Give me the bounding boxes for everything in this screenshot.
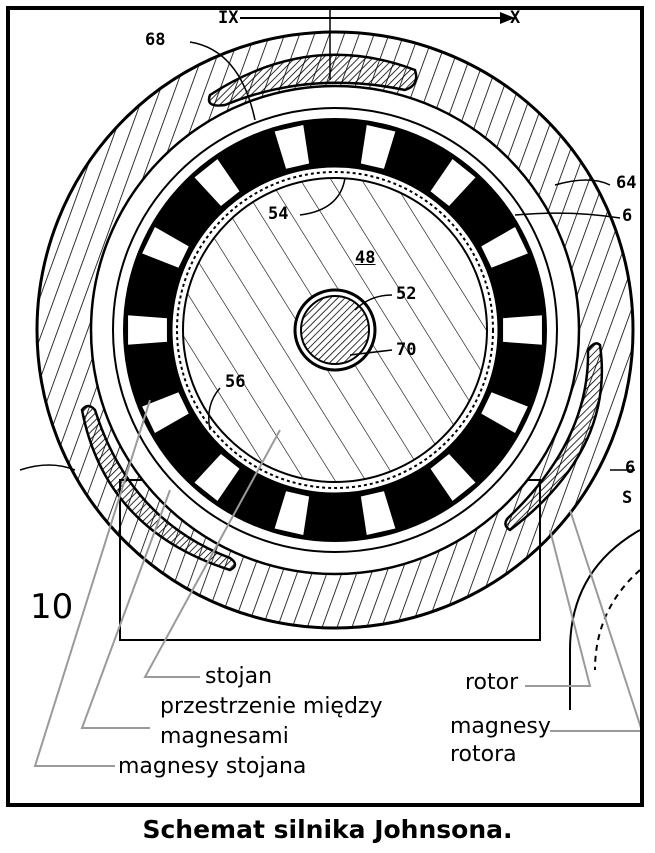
ref-S: S (622, 488, 633, 508)
ref-56: 56 (225, 372, 246, 392)
rotor-slot (359, 490, 397, 537)
section-arrow-head (500, 12, 515, 24)
rotor-slot (140, 225, 191, 270)
stator-magnet-top (207, 53, 418, 107)
air-gap-dashed (176, 171, 494, 489)
label-magnesami: magnesami (160, 724, 289, 749)
rotor-slot (127, 314, 168, 346)
ref-6-upper: 6 (622, 206, 633, 226)
label-magnesy-rotora-1: magnesy (450, 714, 551, 739)
ref-64: 64 (616, 173, 637, 193)
caption: Schemat silnika Johnsona. (142, 815, 513, 844)
rotor-slot (479, 390, 530, 435)
label-rotor: rotor (465, 670, 519, 695)
label-magnesy-stojana: magnesy stojana (118, 754, 307, 779)
rotor-slots (127, 123, 543, 537)
shaft-inner (300, 295, 370, 365)
diagram-frame: 68 54 48 52 70 56 64 6 6 S IX X 10 stoja… (6, 6, 644, 807)
ref-IX: IX (218, 8, 239, 28)
rotor-slot (193, 157, 241, 208)
ref-52: 52 (396, 284, 417, 304)
rotor-slot (429, 157, 477, 208)
label-magnesy-rotora-2: rotora (450, 742, 517, 767)
stator-magnet-left (80, 404, 237, 572)
side-curve (569, 529, 640, 710)
rotor-slot (273, 123, 311, 170)
rotor-slot (140, 390, 191, 435)
ref-6-lower: 6 (625, 458, 636, 478)
ref-70: 70 (396, 340, 417, 360)
johnson-motor-diagram (19, 10, 640, 767)
rotor-slot (193, 452, 241, 503)
rotor-slot (479, 225, 530, 270)
ref-10: 10 (30, 587, 74, 627)
rotor-slot (273, 490, 311, 537)
ref-54: 54 (268, 204, 289, 224)
rotor-slot (429, 452, 477, 503)
ref-X: X (510, 8, 521, 28)
stator-magnet-right (504, 342, 604, 532)
ref-48: 48 (355, 248, 376, 268)
label-leaders (33, 399, 640, 767)
side-curve-2 (594, 569, 640, 671)
ref-68: 68 (145, 30, 166, 50)
rotor-slot (502, 314, 543, 346)
rotor-slot (359, 123, 397, 170)
label-stojan: stojan (205, 664, 273, 689)
label-przestrzenie: przestrzenie między (160, 694, 383, 719)
